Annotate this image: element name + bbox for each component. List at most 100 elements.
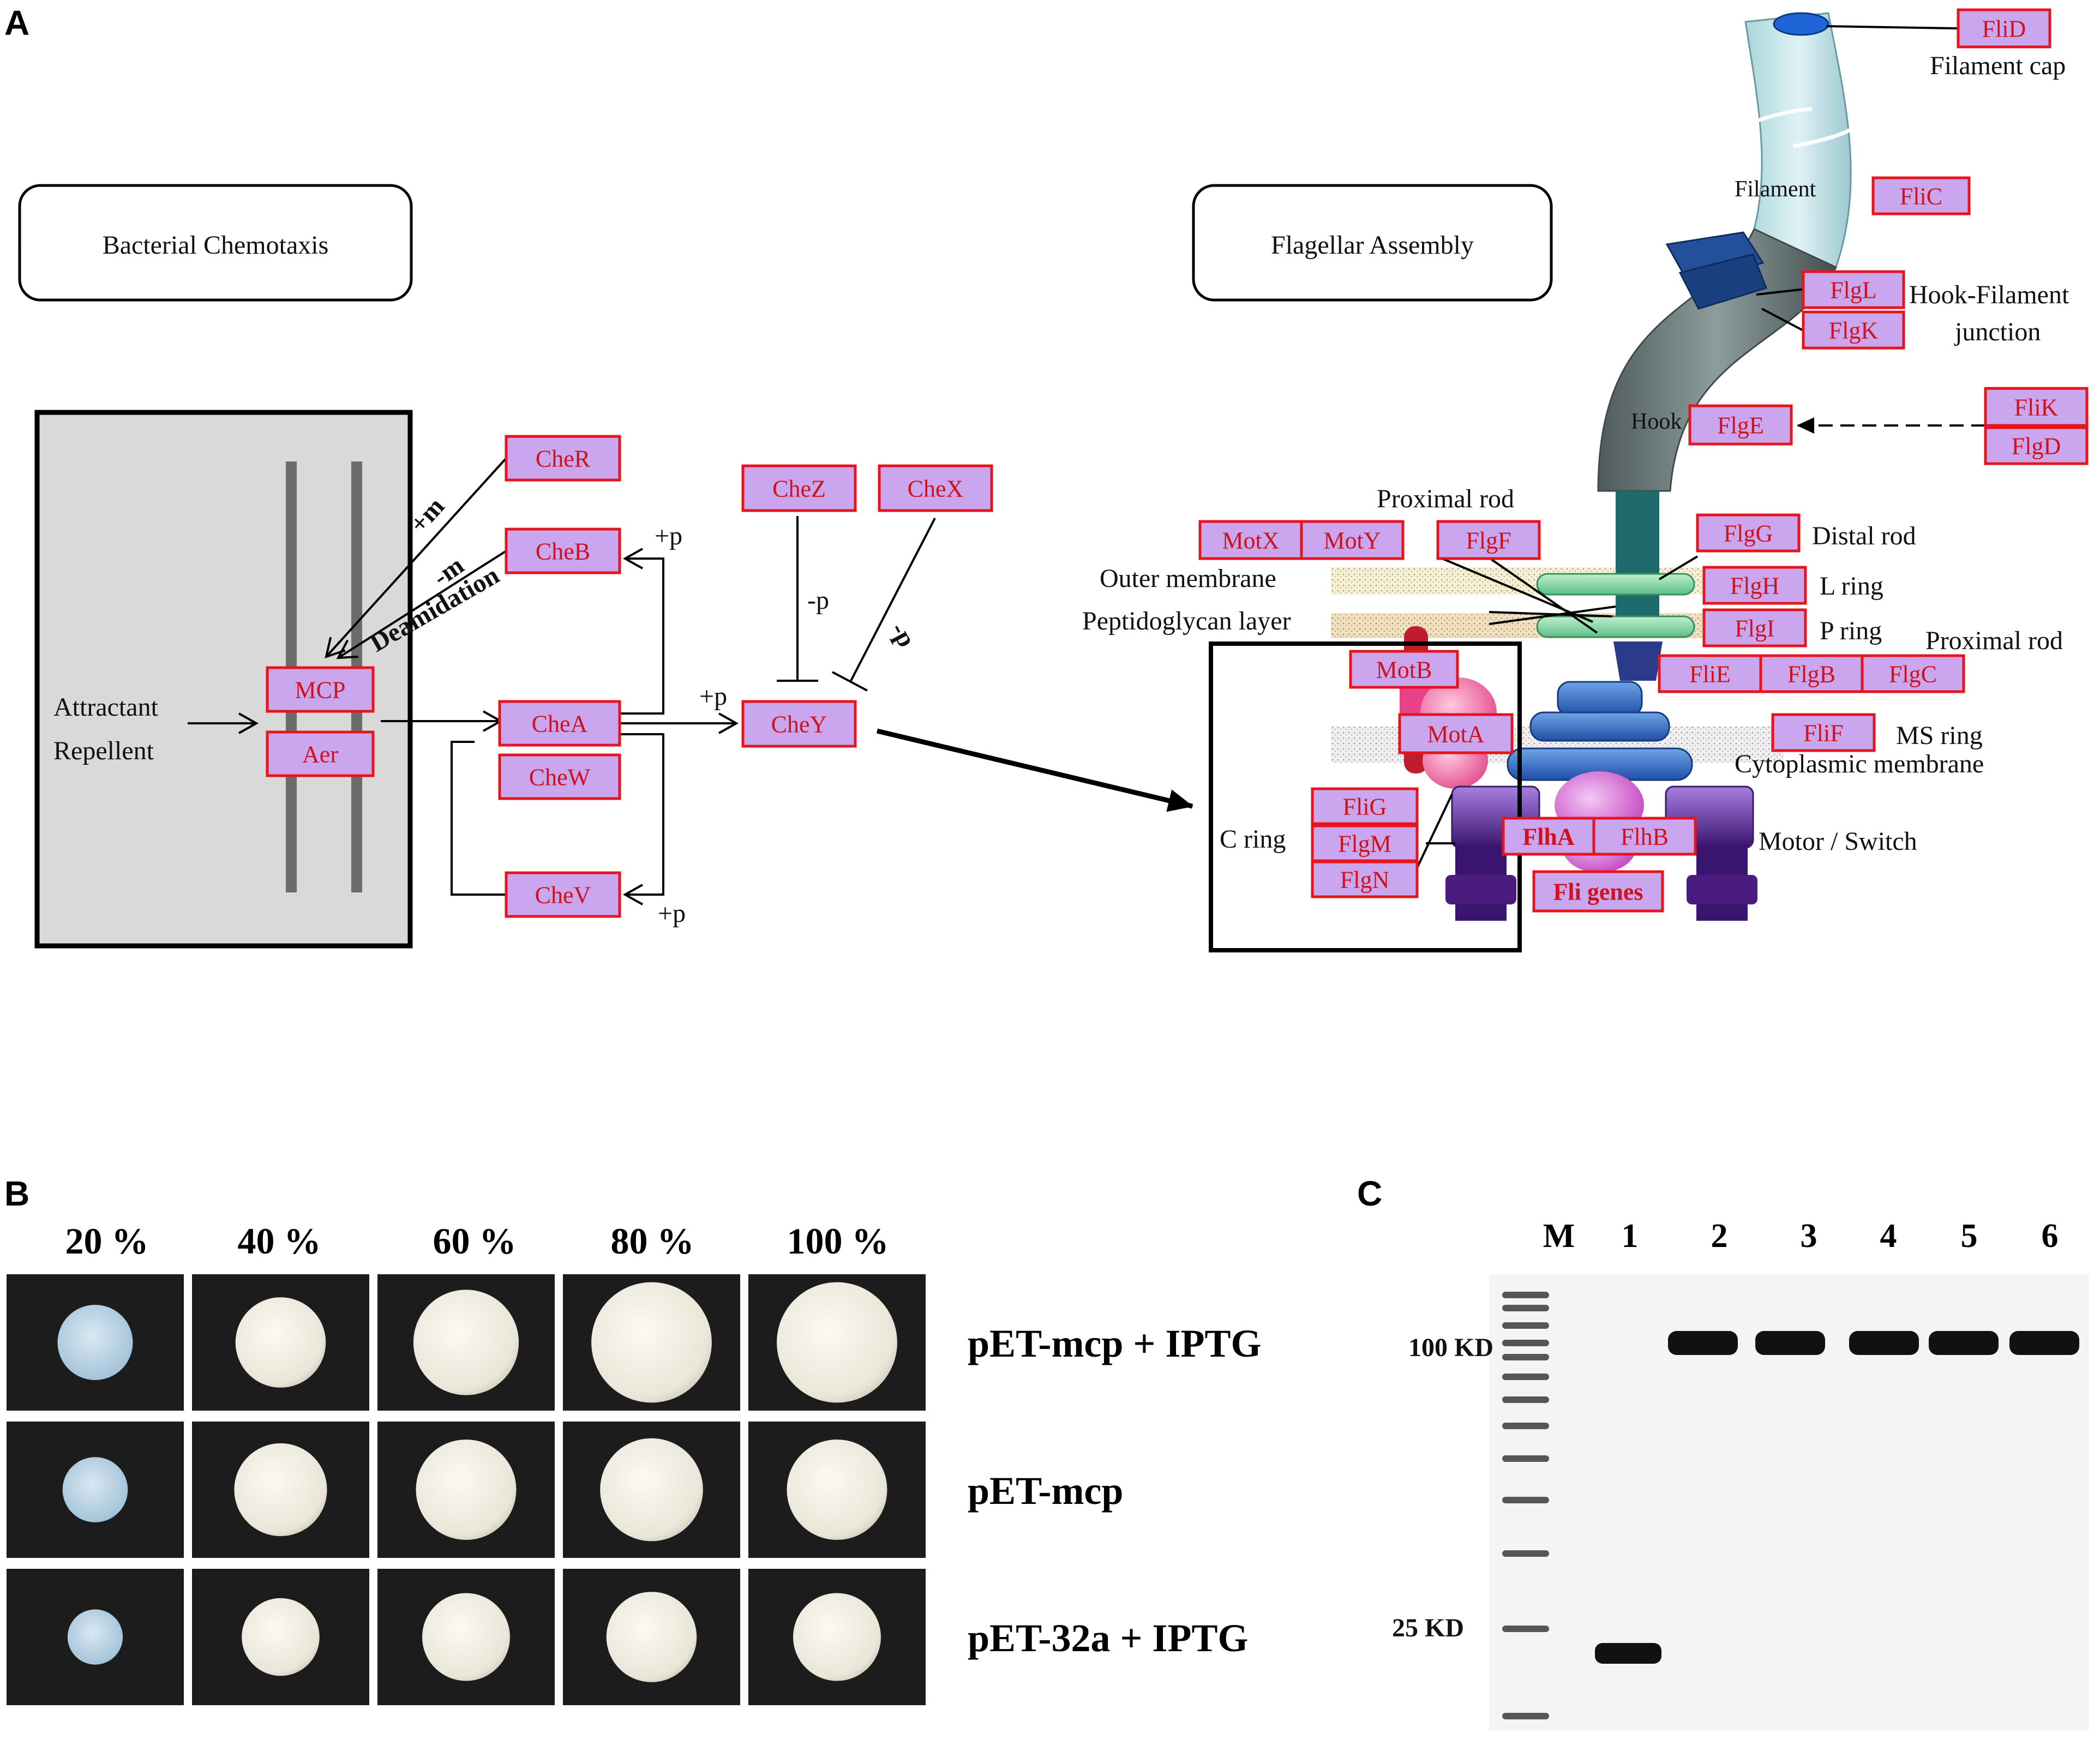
leader-flgl (1756, 288, 1805, 296)
gene-box-flgm: FlgM (1311, 824, 1419, 862)
concentration-header: 80 % (611, 1220, 694, 1262)
svg-text:CheX: CheX (908, 476, 964, 502)
ms-ring-label: MS ring (1896, 721, 1983, 750)
ms-ring-mid (1529, 711, 1670, 742)
gene-box-flik: FliK (1984, 387, 2089, 427)
svg-text:FliD: FliD (1982, 16, 2026, 43)
protein-band-100kd (1755, 1331, 1825, 1355)
svg-text:CheW: CheW (529, 764, 591, 791)
svg-text:CheA: CheA (532, 711, 588, 737)
ladder-band (1502, 1354, 1549, 1360)
svg-text:FlgD: FlgD (2012, 433, 2061, 460)
gene-box-flif: FliF (1771, 713, 1876, 752)
chex-inhibit-line (850, 518, 936, 681)
svg-text:CheV: CheV (535, 882, 591, 909)
colony (234, 1443, 327, 1537)
chey-to-motor-arrow (876, 728, 1193, 812)
svg-text:FlgI: FlgI (1735, 615, 1774, 642)
svg-text:FlhB: FlhB (1621, 824, 1669, 850)
gene-box-flgk: FlgK (1802, 310, 1905, 350)
svg-text:FliE: FliE (1689, 661, 1731, 688)
filament-cap-label: Filament cap (1930, 51, 2066, 80)
plus-p-chey-label: +p (699, 682, 727, 711)
ladder-band (1502, 1497, 1549, 1503)
distal-rod-label: Distal rod (1812, 521, 1916, 550)
svg-text:FlgK: FlgK (1829, 317, 1879, 344)
ladder-band (1502, 1374, 1549, 1380)
panel-b-letter: B (4, 1174, 29, 1213)
filament-gap-2 (1793, 128, 1851, 148)
gene-box-flie: FliE (1658, 654, 1762, 693)
protein-band-100kd (1929, 1331, 1999, 1355)
colony (235, 1297, 326, 1388)
gene-box-cheb: CheB (505, 527, 621, 574)
protein-band-100kd (1668, 1331, 1738, 1355)
ladder-band (1502, 1626, 1549, 1632)
colony (591, 1282, 712, 1403)
gene-box-chea: CheA (498, 700, 621, 747)
colony (600, 1438, 703, 1542)
gene-box-flgd: FlgD (1984, 426, 2089, 465)
svg-text:FlgG: FlgG (1724, 520, 1773, 547)
svg-text:MotA: MotA (1427, 721, 1484, 748)
gene-box-flge: FlgE (1688, 404, 1793, 446)
p-ring-label: P ring (1820, 616, 1882, 645)
c-ring-left-foot (1445, 875, 1516, 904)
ladder-band (1502, 1292, 1549, 1298)
colony (242, 1598, 320, 1676)
proximal-rod-right-label: Proximal rod (1925, 626, 2063, 655)
c-ring-box (1209, 641, 1522, 952)
minus-p-chex-label: -p (885, 617, 921, 652)
gene-box-flgi: FlgI (1702, 608, 1807, 647)
leader-outer (1489, 611, 1613, 617)
leader-flgg (1658, 555, 1699, 580)
svg-text:CheZ: CheZ (772, 476, 826, 502)
ladder-band (1502, 1322, 1549, 1329)
ladder-band (1502, 1713, 1549, 1719)
gene-box-mota: MotA (1398, 713, 1514, 754)
filament-gap-1 (1755, 107, 1813, 123)
svg-text:FlgE: FlgE (1717, 412, 1764, 439)
svg-text:CheR: CheR (536, 446, 591, 472)
svg-text:FlgC: FlgC (1889, 661, 1937, 688)
colony (606, 1592, 697, 1682)
ladder-band (1502, 1455, 1549, 1462)
outer-membrane-label: Outer membrane (1100, 564, 1276, 593)
flagellar-title: Flagellar Assembly (1271, 231, 1474, 260)
gene-box-cher: CheR (505, 435, 621, 482)
svg-text:FlgF: FlgF (1466, 527, 1511, 554)
filament-label: Filament (1735, 177, 1816, 202)
l-ring (1536, 573, 1695, 596)
motor-switch-label: Motor / Switch (1759, 827, 1917, 856)
plus-p-bottom-label: +p (658, 899, 686, 928)
svg-text:FlgM: FlgM (1338, 831, 1391, 857)
c-ring-label: C ring (1220, 825, 1286, 854)
panel-a-letter: A (4, 3, 29, 43)
gene-box-flgc: FlgC (1861, 654, 1965, 693)
plus-p-top-label: +p (655, 521, 682, 550)
gene-box-flgh: FlgH (1702, 566, 1807, 605)
lane-label: 1 (1622, 1218, 1639, 1255)
gene-box-aer: Aer (266, 730, 375, 777)
hook-label: Hook (1631, 409, 1682, 434)
marker-25kd-label: 25 KD (1392, 1614, 1464, 1642)
gene-box-flgn: FlgN (1311, 860, 1419, 898)
panel-c-letter: C (1357, 1174, 1382, 1213)
gene-box-flid: FliD (1957, 8, 2051, 49)
chev-feedback-line (451, 743, 506, 896)
colony (413, 1290, 519, 1395)
colony (62, 1457, 128, 1522)
cheb-arrow (336, 550, 507, 659)
chea-to-chev-arrow (620, 733, 664, 906)
gene-box-flhb: FlhB (1592, 817, 1697, 856)
concentration-header: 100 % (787, 1220, 889, 1262)
marker-100kd-label: 100 KD (1408, 1333, 1493, 1362)
colony (67, 1609, 123, 1665)
svg-text:FlgB: FlgB (1787, 661, 1835, 688)
leader-moty (1489, 557, 1598, 634)
svg-text:MotX: MotX (1222, 527, 1279, 554)
svg-text:FlgN: FlgN (1340, 867, 1389, 894)
colony (416, 1440, 517, 1540)
protein-band-100kd (2009, 1331, 2079, 1355)
